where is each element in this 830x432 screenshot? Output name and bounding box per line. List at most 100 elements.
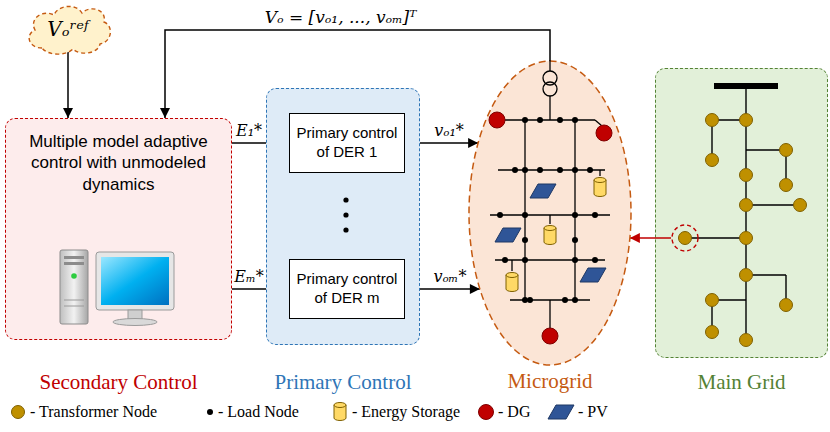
load-node (587, 167, 593, 173)
load-node (572, 257, 578, 263)
legend-label: - DG (498, 403, 530, 421)
storage-symbol (506, 178, 606, 292)
dg-symbol (542, 328, 558, 344)
microgrid-network (505, 119, 595, 120)
node-label: Multiple model adaptive control with unm… (6, 119, 231, 195)
main-grid-tree (746, 274, 786, 275)
computer-icon (64, 300, 84, 301)
signal-arrow (67, 52, 69, 118)
computer-icon (113, 319, 157, 326)
legend-swatches (207, 409, 213, 415)
transformer-node (679, 114, 807, 347)
pv-symbol (580, 268, 606, 282)
load-node (537, 167, 543, 173)
computer-icon (60, 250, 88, 324)
transformer-node (706, 114, 719, 127)
load-node (512, 167, 518, 173)
microgrid-network (510, 299, 590, 300)
transformer-node (740, 334, 753, 347)
legend-swatches (548, 405, 574, 419)
primary-control-box: Primary ControlPrimary control of DER 1P… (266, 88, 420, 345)
load-node (522, 257, 528, 263)
legend-swatches (334, 403, 346, 408)
region-heading: Microgrid (408, 369, 692, 393)
storage-symbol (506, 273, 518, 278)
transformer-node (706, 294, 719, 307)
legend-swatches (479, 405, 494, 420)
load-node (592, 257, 598, 263)
load-node (522, 117, 528, 123)
load-node (522, 237, 528, 243)
microgrid-region: Microgrid (468, 60, 632, 366)
pv-symbol (495, 228, 521, 242)
microgrid-network (543, 82, 557, 96)
transformer-node (706, 154, 719, 167)
signal-label: Eₘ* (234, 268, 264, 286)
pcc-marker (672, 225, 698, 251)
transformer-node (740, 269, 753, 282)
storage-symbol (506, 275, 518, 292)
transformer-node (780, 299, 793, 312)
main-grid-tree (785, 275, 786, 305)
node-label: Vₒʳᵉᶠ (22, 17, 114, 42)
region-heading: Secondary Control (0, 370, 291, 394)
microgrid-network (511, 260, 512, 271)
signal-label: vₒ₁* (434, 122, 464, 140)
computer-icon (128, 310, 142, 320)
primary-dots (343, 227, 348, 232)
computer-icon (64, 306, 84, 307)
dg-symbol (489, 112, 505, 128)
microgrid-network (574, 120, 575, 300)
signal-label: vₒₘ* (433, 268, 466, 286)
storage-symbol (594, 178, 606, 183)
legend-label: - Energy Storage (352, 403, 460, 421)
load-node (522, 167, 528, 173)
legend-swatches (334, 405, 346, 421)
grid-connection-arrow (630, 237, 655, 239)
main-grid-tree (746, 204, 800, 205)
microgrid-network (498, 169, 605, 170)
transformer-node (740, 114, 753, 127)
dg-symbol (489, 112, 612, 344)
main-grid-box: Main Grid (655, 68, 828, 358)
legend-label: - Load Node (218, 403, 299, 421)
storage-symbol (594, 180, 606, 197)
load-node (572, 167, 578, 173)
microgrid-network (599, 170, 600, 176)
legend-label: - PV (578, 403, 608, 421)
computer-icon (71, 273, 77, 279)
load-node (527, 297, 533, 303)
secondary-control-box: Multiple model adaptive control with unm… (5, 118, 232, 340)
pv-symbol (530, 184, 556, 198)
microgrid-network (543, 71, 557, 85)
legend-label: - Transformer Node (30, 403, 157, 421)
transformer-node (794, 199, 807, 212)
microgrid-network (595, 120, 602, 126)
main-grid-tree (712, 119, 746, 120)
main-grid-tree (714, 83, 778, 89)
primary-dots (343, 197, 348, 202)
legend-swatches (12, 406, 25, 419)
transformer-node (740, 169, 753, 182)
microgrid-network (524, 120, 525, 300)
region-heading: Main Grid (596, 370, 830, 394)
main-grid-tree (745, 86, 746, 340)
computer-icon (96, 252, 174, 310)
load-node (562, 297, 568, 303)
main-grid-tree (712, 299, 746, 300)
microgrid-network (489, 60, 612, 344)
load-node (572, 297, 578, 303)
load-node (537, 117, 543, 123)
main-grid-tree (685, 86, 800, 340)
storage-symbol (544, 228, 556, 245)
load-node (572, 237, 578, 243)
primary-dots (343, 197, 348, 232)
microgrid-network (549, 60, 550, 71)
load-node (502, 257, 508, 263)
computer-icon (60, 250, 174, 326)
load-node (522, 297, 528, 303)
microgrid-network (490, 214, 610, 215)
load-node (592, 212, 598, 218)
microgrid-network (490, 60, 610, 328)
